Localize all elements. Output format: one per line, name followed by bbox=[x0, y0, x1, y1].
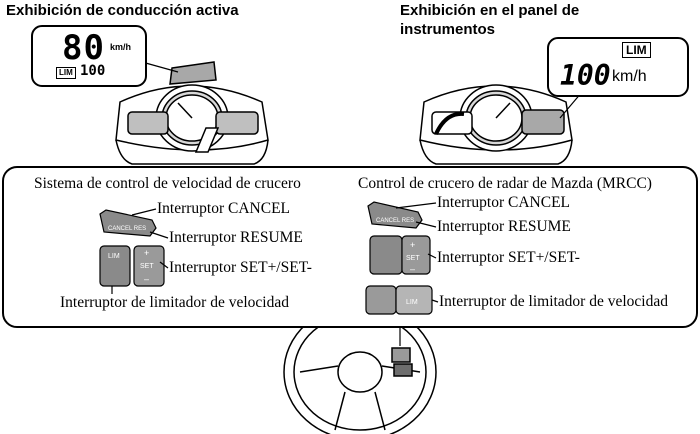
right-minus-print: – bbox=[410, 264, 415, 274]
left-cancel-label: Interruptor CANCEL bbox=[157, 200, 291, 217]
active-display-unit: km/h bbox=[110, 42, 132, 52]
left-switch-cluster bbox=[99, 209, 165, 287]
left-minus-print: – bbox=[144, 274, 149, 284]
heading-instrument-cluster-line1: Exhibición en el panel de bbox=[400, 2, 580, 19]
left-lim-print: LIM bbox=[108, 253, 120, 260]
left-cancel-res-print: CANCEL RES bbox=[108, 226, 146, 232]
right-limiter-label: Interruptor de limitador de velocidad bbox=[439, 293, 668, 310]
right-cancel-label: Interruptor CANCEL bbox=[437, 194, 571, 211]
right-resume-label: Interruptor RESUME bbox=[437, 218, 571, 235]
active-display-lim-badge: LIM bbox=[56, 67, 76, 79]
left-limiter-label: Interruptor de limitador de velocidad bbox=[60, 294, 289, 311]
right-lim-print: LIM bbox=[406, 299, 418, 306]
cluster-display-speed: 100 bbox=[560, 59, 611, 92]
cluster-display-lim-badge: LIM bbox=[622, 42, 651, 58]
active-display-bubble bbox=[31, 25, 147, 87]
active-display-speed: 80 bbox=[62, 28, 105, 68]
left-set-label: Interruptor SET+/SET- bbox=[169, 259, 312, 276]
heading-instrument-cluster-line2: instrumentos bbox=[400, 21, 496, 38]
steering-wheel bbox=[283, 303, 437, 434]
right-leader-lines bbox=[395, 202, 439, 303]
right-panel-title: Control de crucero de radar de Mazda (MR… bbox=[358, 175, 652, 192]
left-panel-title: Sistema de control de velocidad de cruce… bbox=[34, 175, 301, 192]
heading-active-driving-display: Exhibición de conducción activa bbox=[6, 2, 239, 19]
cluster-display-unit: km/h bbox=[612, 68, 647, 85]
left-leader-lines bbox=[111, 208, 169, 294]
left-set-print: SET bbox=[140, 263, 154, 270]
cluster-display-bubble bbox=[547, 37, 689, 97]
right-set-label: Interruptor SET+/SET- bbox=[437, 249, 580, 266]
left-resume-label: Interruptor RESUME bbox=[169, 229, 303, 246]
right-cancel-res-print: CANCEL RES bbox=[376, 218, 414, 224]
right-plus-print: + bbox=[410, 240, 415, 250]
left-plus-print: + bbox=[144, 248, 149, 258]
right-switch-cluster bbox=[365, 201, 433, 315]
active-display-limit-value: 100 bbox=[80, 63, 106, 79]
right-instrument-cluster bbox=[419, 84, 573, 165]
right-set-print: SET bbox=[406, 255, 420, 262]
switch-panel bbox=[2, 166, 698, 328]
left-instrument-cluster bbox=[115, 61, 269, 165]
